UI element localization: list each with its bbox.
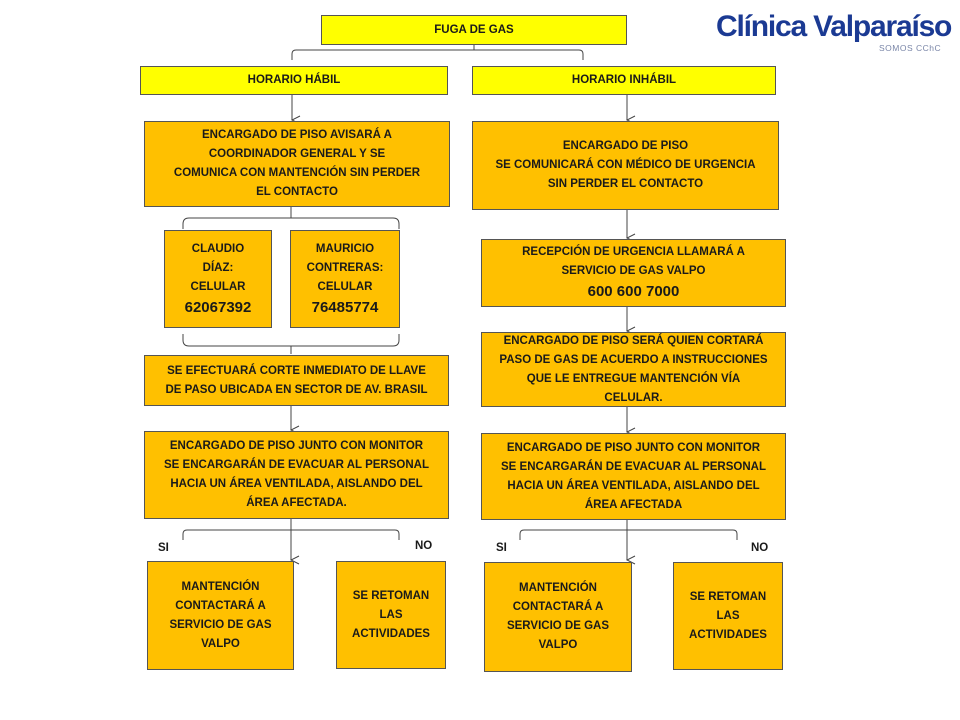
contact-line: MAURICIO	[315, 242, 375, 255]
right-step2-line: SERVICIO DE GAS VALPO	[561, 265, 706, 277]
left-step1-line: EL CONTACTO	[256, 186, 338, 198]
left-step3-box: ENCARGADO DE PISO JUNTO CON MONITOR SE E…	[144, 431, 449, 519]
left-step3-line: SE ENCARGARÁN DE EVACUAR AL PERSONAL	[164, 459, 429, 471]
right-step3-line: QUE LE ENTREGUE MANTENCIÓN VÍA	[526, 372, 741, 385]
split-title	[291, 49, 584, 60]
right-no-line: LAS	[716, 609, 740, 622]
left-yes-line: VALPO	[201, 637, 240, 650]
right-header-box: HORARIO INHÁBIL	[472, 66, 776, 95]
left-step2-box: SE EFECTUARÁ CORTE INMEDIATO DE LLAVE DE…	[144, 355, 449, 406]
right-step2-box: RECEPCIÓN DE URGENCIA LLAMARÁ A SERVICIO…	[481, 239, 786, 307]
right-yes-box: MANTENCIÓN CONTACTARÁ A SERVICIO DE GAS …	[484, 562, 632, 672]
right-yes-line: CONTACTARÁ A	[512, 601, 604, 613]
right-step2-line: RECEPCIÓN DE URGENCIA LLAMARÁ A	[522, 246, 745, 258]
join-contacts	[182, 334, 400, 347]
right-step4-box: ENCARGADO DE PISO JUNTO CON MONITOR SE E…	[481, 433, 786, 520]
right-step1-line: ENCARGADO DE PISO	[562, 140, 689, 152]
left-yes-line: MANTENCIÓN	[181, 580, 260, 593]
left-header-text: HORARIO HÁBIL	[247, 74, 341, 86]
contact-line: DÍAZ:	[202, 261, 234, 274]
right-step3-line: CELULAR.	[604, 391, 663, 404]
left-step2-line: DE PASO UBICADA EN SECTOR DE AV. BRASIL	[165, 383, 428, 396]
title-text: FUGA DE GAS	[434, 23, 514, 36]
right-step3-box: ENCARGADO DE PISO SERÁ QUIEN CORTARÁ PAS…	[481, 332, 786, 407]
contact-phone: 76485774	[311, 298, 379, 316]
right-no-box: SE RETOMAN LAS ACTIVIDADES	[673, 562, 783, 670]
logo-tagline: SOMOS CChC	[879, 43, 942, 53]
right-step1-box: ENCARGADO DE PISO SE COMUNICARÁ CON MÉDI…	[472, 121, 779, 210]
right-step4-line: ÁREA AFECTADA	[584, 498, 683, 511]
left-step1-box: ENCARGADO DE PISO AVISARÁ A COORDINADOR …	[144, 121, 450, 207]
left-no-line: LAS	[379, 608, 403, 621]
contact-claudio-box: CLAUDIO DÍAZ: CELULAR 62067392	[164, 230, 272, 328]
contact-line: CELULAR	[317, 280, 373, 293]
title-box: FUGA DE GAS	[321, 15, 627, 45]
urgency-phone: 600 600 7000	[587, 283, 680, 300]
left-yes-line: SERVICIO DE GAS	[169, 618, 272, 631]
split-right-outcome	[519, 529, 738, 540]
logo-name: Clínica Valparaíso	[716, 10, 952, 43]
left-step3-line: HACIA UN ÁREA VENTILADA, AISLANDO DEL	[170, 478, 423, 490]
contact-line: CELULAR	[190, 280, 246, 293]
right-step4-line: HACIA UN ÁREA VENTILADA, AISLANDO DEL	[507, 479, 760, 492]
clinica-valparaiso-logo: Clínica Valparaíso SOMOS CChC	[716, 10, 952, 53]
left-header-box: HORARIO HÁBIL	[140, 66, 448, 95]
left-step3-line: ÁREA AFECTADA.	[246, 497, 347, 509]
left-step2-line: SE EFECTUARÁ CORTE INMEDIATO DE LLAVE	[167, 364, 426, 377]
left-no-line: SE RETOMAN	[352, 589, 430, 602]
contact-line: CONTRERAS:	[306, 261, 384, 274]
right-yes-line: MANTENCIÓN	[519, 582, 597, 594]
contact-mauricio-box: MAURICIO CONTRERAS: CELULAR 76485774	[290, 230, 400, 328]
right-yes-label: SI	[496, 542, 507, 554]
left-step1-line: ENCARGADO DE PISO AVISARÁ A	[202, 129, 392, 141]
left-yes-box: MANTENCIÓN CONTACTARÁ A SERVICIO DE GAS …	[147, 561, 294, 670]
right-no-label: NO	[751, 542, 769, 554]
left-step1-line: COMUNICA CON MANTENCIÓN SIN PERDER	[173, 167, 421, 179]
split-contacts	[182, 217, 400, 229]
contact-phone: 62067392	[184, 298, 252, 316]
left-yes-label: SI	[158, 542, 169, 554]
contact-line: CLAUDIO	[191, 242, 245, 255]
left-no-box: SE RETOMAN LAS ACTIVIDADES	[336, 561, 446, 669]
right-step4-line: ENCARGADO DE PISO JUNTO CON MONITOR	[506, 441, 761, 454]
right-yes-line: SERVICIO DE GAS	[506, 620, 610, 632]
left-step1-line: COORDINADOR GENERAL Y SE	[208, 148, 386, 160]
right-header-text: HORARIO INHÁBIL	[571, 74, 677, 86]
right-no-line: ACTIVIDADES	[689, 628, 767, 641]
right-step3-line: ENCARGADO DE PISO SERÁ QUIEN CORTARÁ	[503, 334, 764, 347]
right-step1-line: SIN PERDER EL CONTACTO	[547, 178, 704, 190]
right-yes-line: VALPO	[538, 639, 578, 651]
right-no-line: SE RETOMAN	[689, 590, 767, 603]
right-step1-line: SE COMUNICARÁ CON MÉDICO DE URGENCIA	[495, 159, 756, 171]
right-step3-line: PASO DE GAS DE ACUERDO A INSTRUCCIONES	[499, 353, 768, 366]
right-step4-line: SE ENCARGARÁN DE EVACUAR AL PERSONAL	[501, 460, 766, 473]
left-no-line: ACTIVIDADES	[352, 627, 430, 640]
left-yes-line: CONTACTARÁ A	[175, 599, 266, 612]
left-step3-line: ENCARGADO DE PISO JUNTO CON MONITOR	[169, 440, 424, 452]
left-no-label: NO	[415, 540, 433, 552]
